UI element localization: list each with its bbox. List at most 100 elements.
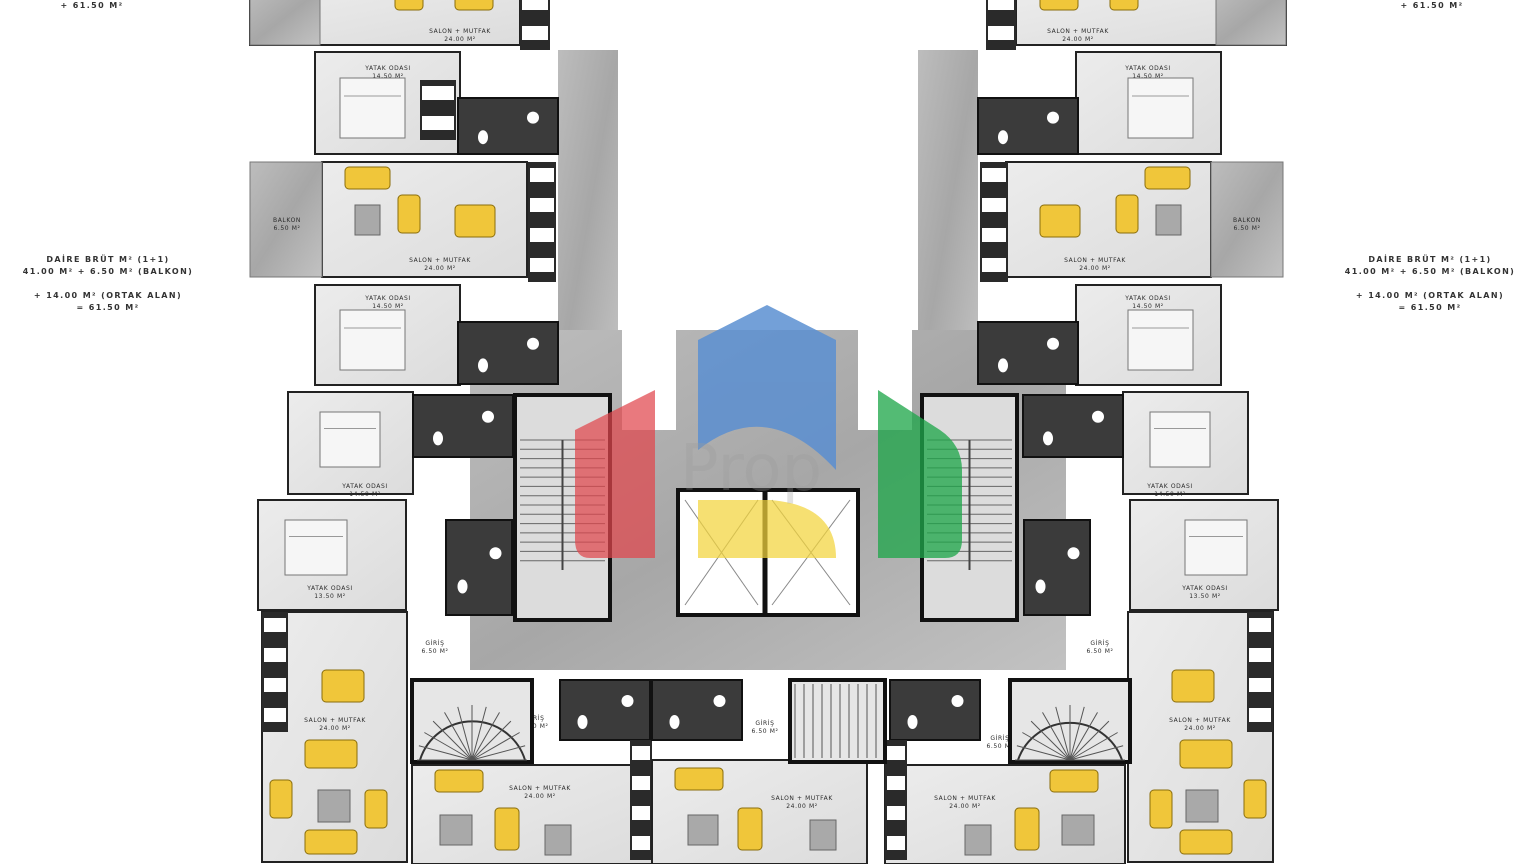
sofa-icon <box>1115 194 1139 234</box>
room-label: SALON + MUTFAK <box>509 785 571 792</box>
sink-icon <box>998 130 1008 145</box>
bathroom <box>889 679 981 741</box>
sofa-icon <box>394 0 424 11</box>
spiral-step <box>471 745 526 761</box>
bathroom <box>445 519 513 616</box>
room-label: 14.50 M² <box>372 303 403 310</box>
spiral-step <box>1042 712 1071 761</box>
area-line: DAİRE BRÜT M² (1+1) <box>46 254 169 264</box>
spiral-step <box>1069 732 1118 761</box>
appliance-icon <box>632 776 650 790</box>
table-icon <box>439 814 473 846</box>
sofa-icon <box>1039 204 1081 238</box>
sofa-icon <box>1149 789 1173 829</box>
appliance-icon <box>887 806 905 820</box>
spiral-step <box>471 720 512 761</box>
room-label: SALON + MUTFAK <box>429 28 491 35</box>
bed-icon <box>1127 309 1194 371</box>
room-label: 14.50 M² <box>1132 303 1163 310</box>
appliance-icon <box>632 806 650 820</box>
spiral-stair-right <box>1008 678 1132 764</box>
bed-icon <box>319 411 381 468</box>
appliance-icon <box>632 746 650 760</box>
balcony <box>249 0 321 46</box>
sink-icon <box>577 715 588 729</box>
room-label: YATAK ODASI <box>364 65 411 72</box>
sofa-icon <box>1014 807 1040 851</box>
sofa-icon <box>494 807 520 851</box>
appliance-icon <box>887 746 905 760</box>
toilet-icon <box>1047 111 1059 124</box>
room-label: 6.50 M² <box>521 723 548 730</box>
sink-icon <box>907 715 918 729</box>
bathroom <box>559 679 651 741</box>
appliance-icon <box>1249 708 1271 722</box>
sofa-icon <box>1039 0 1079 11</box>
spiral-step <box>457 706 473 761</box>
sink-icon <box>478 130 488 145</box>
sofa-icon <box>1109 0 1139 11</box>
logo-blue-shape <box>698 305 836 470</box>
room-label: 6.50 M² <box>1233 225 1260 232</box>
spiral-step <box>471 712 500 761</box>
room-label: 24.00 M² <box>786 803 817 810</box>
sofa-icon <box>674 767 724 791</box>
room-label: SALON + MUTFAK <box>1169 717 1231 724</box>
toilet-icon <box>527 111 539 124</box>
balcony <box>1210 161 1284 278</box>
room-label: YATAK ODASI <box>306 585 353 592</box>
sink-icon <box>478 358 488 373</box>
sofa-icon <box>269 779 293 819</box>
appliance-icon <box>887 776 905 790</box>
toilet-icon <box>1067 547 1080 560</box>
sofa-icon <box>304 829 358 855</box>
appliance-icon <box>422 116 454 130</box>
spiral-step <box>424 732 473 761</box>
toilet-icon <box>482 410 494 423</box>
room-label: 24.00 M² <box>424 265 455 272</box>
logo-yellow-shape <box>698 500 836 558</box>
table-icon <box>1155 204 1182 236</box>
sofa-icon <box>454 0 494 11</box>
spiral-step <box>471 732 520 761</box>
area-summary-left: DAİRE BRÜT M² (1+1) 41.00 M² + 6.50 M² (… <box>23 254 192 312</box>
table-icon <box>317 789 351 823</box>
room-label: GİRİŞ <box>525 715 544 722</box>
spiral-step <box>1016 745 1071 761</box>
appliance-icon <box>982 258 1006 272</box>
appliance-icon <box>264 678 286 692</box>
spiral-step <box>432 720 473 761</box>
table-icon <box>354 204 381 236</box>
bathroom <box>412 394 514 458</box>
room-label: YATAK ODASI <box>364 295 411 302</box>
area-total-text: + 61.50 M² <box>1400 1 1463 10</box>
room-label: SALON + MUTFAK <box>409 257 471 264</box>
room-label: GİRİŞ <box>425 640 444 647</box>
sofa-icon <box>344 166 391 190</box>
room-label: SALON + MUTFAK <box>934 795 996 802</box>
balcony <box>1215 0 1287 46</box>
appliance-icon <box>982 228 1006 242</box>
appliance-icon <box>422 86 454 100</box>
sink-icon <box>1035 579 1046 594</box>
logo-green-shape <box>878 390 962 558</box>
area-line: + 14.00 M² (ORTAK ALAN) <box>1356 291 1504 300</box>
room-label: 24.00 M² <box>444 36 475 43</box>
appliance-icon <box>264 708 286 722</box>
room-label: YATAK ODASI <box>341 483 388 490</box>
kitchen-counter <box>885 740 907 860</box>
table-icon <box>1061 814 1095 846</box>
area-total-text: + 61.50 M² <box>60 1 123 10</box>
room-label: 6.50 M² <box>1086 648 1113 655</box>
sink-icon <box>433 431 443 446</box>
area-line: = 61.50 M² <box>1398 303 1461 312</box>
sofa-icon <box>1179 829 1233 855</box>
table-icon <box>809 819 837 851</box>
room-label: BALKON <box>273 217 301 224</box>
bathroom <box>457 97 559 155</box>
sofa-icon <box>1144 166 1191 190</box>
sink-icon <box>457 579 468 594</box>
